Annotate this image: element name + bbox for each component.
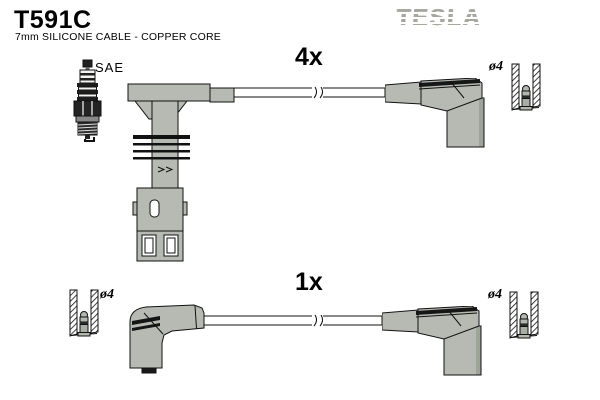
spark-end-connector (385, 78, 485, 148)
cable-break-symbol (312, 86, 323, 99)
terminal-cap-icon (67, 287, 101, 341)
quantity-label-1x: 1x (295, 268, 323, 296)
terminal-cap-icon (507, 289, 541, 343)
diameter-label-top-right: ø4 (489, 59, 503, 74)
cable-line (233, 87, 386, 98)
logo-stripe (393, 22, 491, 24)
diameter-label-bottom-right: ø4 (488, 287, 502, 302)
cable-spec-subtitle: 7mm SILICONE CABLE - COPPER CORE (15, 31, 221, 43)
part-number: T591C (14, 6, 92, 34)
diameter-label-bottom-left: ø4 (100, 287, 114, 302)
sae-label: SAE (95, 60, 125, 75)
spark-end-connector (382, 306, 482, 376)
main-cable-drawing (129, 304, 482, 376)
logo-stripe (393, 17, 491, 19)
tesla-logo: TESLA (393, 4, 491, 30)
terminal-cap-icon (509, 61, 543, 115)
coil-cable-drawing (127, 78, 485, 262)
quantity-label-4x: 4x (295, 43, 323, 71)
spark-plug-icon (73, 59, 102, 142)
cable-break-symbol (312, 314, 323, 327)
coil-end-connector (127, 83, 235, 262)
cable-line (203, 315, 383, 326)
distributor-end-connector (129, 304, 205, 374)
logo-stripe (393, 12, 491, 14)
